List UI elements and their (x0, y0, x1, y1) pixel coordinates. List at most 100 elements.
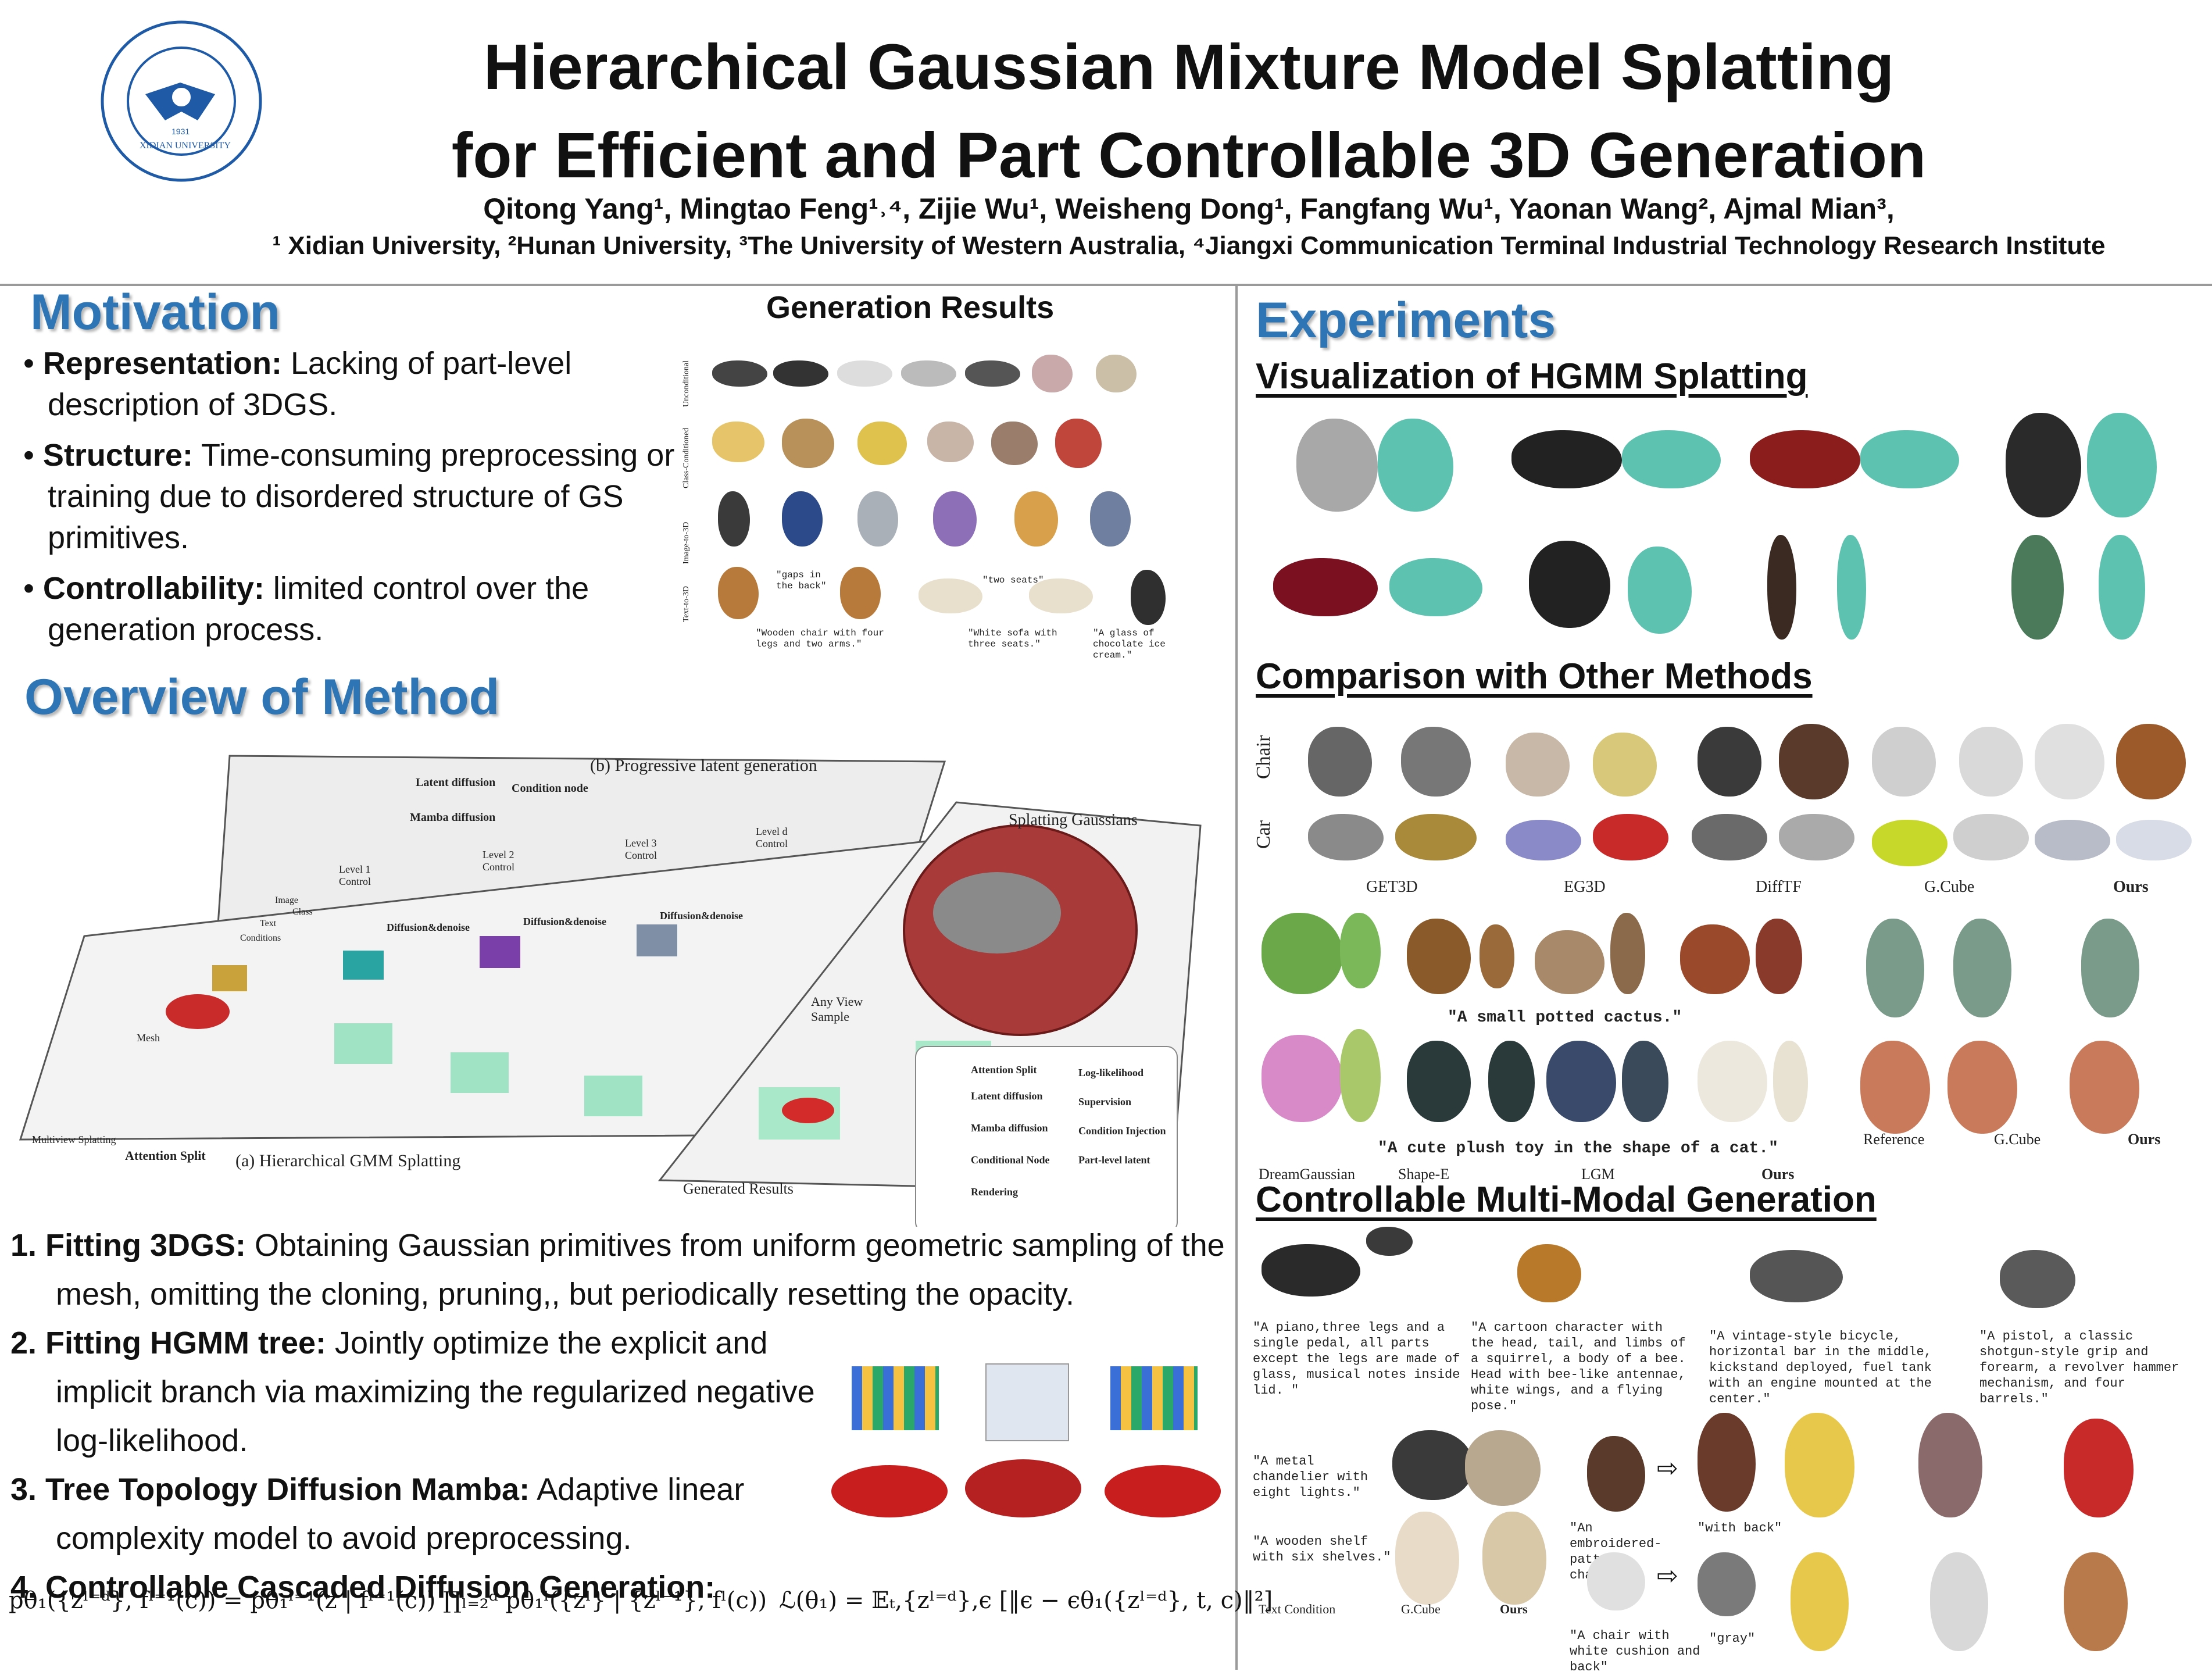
prompt-gaps: "gaps in the back" (776, 570, 827, 591)
panel-b-label: (b) Progressive latent generation (590, 756, 817, 775)
row-label-image: Image-to-3D (682, 522, 691, 564)
legend-conditional-node: Conditional Node (971, 1154, 1050, 1166)
gaussian-render (2099, 535, 2145, 640)
method-diagram: (b) Progressive latent generation (a) Hi… (9, 738, 1224, 1233)
class-label: Class (292, 907, 313, 917)
character-render (1918, 1413, 1982, 1517)
legend-mamba-diffusion-2: Mamba diffusion (971, 1122, 1048, 1134)
splatting-label: Splatting Gaussians (1009, 811, 1138, 829)
poster-title: Hierarchical Gaussian Mixture Model Spla… (244, 23, 2134, 200)
result-thumb (1055, 419, 1102, 468)
character-render (1785, 1413, 1854, 1517)
deer-render (1860, 1041, 1930, 1134)
bullet-label: Controllability: (42, 571, 265, 606)
gaussian-render (2087, 413, 2157, 517)
bullet-text: Lacking of part-level description of 3DG… (48, 346, 572, 422)
row-label-text: Text-to-3D (682, 585, 691, 622)
motivation-heading: Motivation (30, 284, 280, 340)
step-label: Controllable Cascaded Diffusion Generati… (37, 1570, 716, 1605)
prompt-with-back: "with back" (1698, 1521, 1782, 1535)
result-thumb (773, 360, 828, 387)
mm-heading: Controllable Multi-Modal Generation (1256, 1180, 1877, 1220)
caption-gcube: G.Cube (1401, 1602, 1441, 1616)
cactus-render (1610, 913, 1645, 994)
vis-heading: Visualization of HGMM Splatting (1256, 356, 1808, 397)
bullet-label: Representation: (42, 346, 282, 381)
character-render (1791, 1552, 1849, 1651)
result-thumb (1096, 355, 1137, 392)
chair-render (1698, 1413, 1756, 1512)
logo-text: XIDIAN UNIVERSITY (140, 141, 231, 151)
bullet-text: Time-consuming preprocessing or training… (48, 438, 675, 555)
row-label-class: Class-Conditioned (682, 427, 691, 488)
prompt-ice-cream: "A glass of chocolate ice cream." (1093, 628, 1166, 660)
any-view-label: Any View Sample (811, 994, 863, 1024)
legend-supervision: Supervision (1078, 1096, 1132, 1108)
cat-render (1340, 1029, 1381, 1122)
step-text: Obtaining Gaussian primitives from unifo… (56, 1228, 1225, 1312)
result-thumb (837, 360, 892, 387)
car-red (831, 1465, 948, 1517)
cmp-thumb (2116, 724, 2186, 799)
cmp-thumb (1506, 820, 1581, 860)
glove-render (1529, 541, 1610, 628)
prompt-white-sofa: "White sofa with three seats." (968, 628, 1057, 649)
mesh-label: Mesh (137, 1032, 160, 1044)
method-dreamgaussian: DreamGaussian (1259, 1166, 1356, 1183)
result-thumb (712, 422, 764, 462)
legend-condition-node: Condition node (512, 782, 588, 795)
piano-render (1366, 1227, 1413, 1256)
chair-render (1296, 419, 1378, 512)
multimodal-figure: "A piano,three legs and a single pedal, … (1250, 1227, 2203, 1674)
gaussian-render (1389, 558, 1482, 616)
prompt-two-seats: "two seats" (982, 575, 1044, 585)
cmp-thumb (1395, 814, 1477, 860)
motivation-bullets: • Representation: Lacking of part-level … (23, 343, 692, 660)
legend-part-level-latent: Part-level latent (1078, 1154, 1150, 1166)
legend-mamba-diffusion: Mamba diffusion (410, 811, 496, 824)
cmp-thumb (1953, 814, 2029, 860)
shelf-render (1395, 1512, 1459, 1605)
logo-year: 1931 (171, 127, 190, 136)
grid-icon (852, 1366, 939, 1430)
character-render (2064, 1552, 2128, 1651)
grid-icon (1110, 1366, 1198, 1430)
bullet-structure: • Structure: Time-consuming preprocessin… (23, 438, 675, 555)
bullet-controllability: • Controllability: limited control over … (23, 571, 589, 647)
legend-rendering: Rendering (971, 1186, 1018, 1198)
arrow-icon: ⇨ (1657, 1562, 1678, 1590)
cactus-render (1340, 913, 1381, 988)
character-render (1930, 1552, 1988, 1651)
arrow-icon: ⇨ (1657, 1454, 1678, 1483)
cmp-thumb (1593, 814, 1668, 860)
university-logo: XIDIAN UNIVERSITY 1931 (99, 19, 265, 184)
attention-split-label: Attention Split (125, 1148, 206, 1163)
cmp-thumb (1779, 724, 1849, 799)
result-thumb (782, 491, 823, 547)
cat-render (1698, 1041, 1767, 1122)
cmp-thumb (1698, 727, 1761, 797)
chandelier-render (1392, 1430, 1474, 1500)
gnome-render (2081, 919, 2139, 1017)
equation-joint: pθ₁({zˡ⁼ᵈ}, fˡ⁼¹(c)) = pθ₁ˡ⁼¹(z | fˡ⁼¹(c… (9, 1587, 767, 1614)
visualization-figure (1256, 407, 2197, 645)
result-thumb (1029, 578, 1093, 613)
cmp-thumb (1692, 814, 1767, 860)
car-render (1750, 430, 1860, 488)
step-1: 1. Fitting 3DGS: Obtaining Gaussian prim… (10, 1221, 1231, 1319)
gaussian-render (1860, 430, 1959, 488)
step-2: 2. Fitting HGMM tree: Jointly optimize t… (10, 1319, 858, 1465)
cactus-render (1756, 919, 1802, 994)
bicycle-render (1750, 1250, 1843, 1302)
method-lgm: LGM (1581, 1166, 1615, 1183)
step-label: Tree Topology Diffusion Mamba: (37, 1472, 530, 1507)
result-thumb (991, 422, 1038, 465)
result-thumb (1032, 355, 1073, 392)
multiview-label: Multiview Splatting (32, 1134, 116, 1145)
bullet-representation: • Representation: Lacking of part-level … (23, 346, 572, 422)
comparison-figure: Chair Car GET3D EG3D DiffTF G.Cube Ours (1253, 715, 2197, 913)
chess-render (2011, 535, 2064, 640)
legend-condition-injection: Condition Injection (1078, 1125, 1166, 1137)
equation-loss: ℒ(θ₁) = 𝔼ₜ,{zˡ⁼ᵈ},ϵ [‖ϵ − ϵθ₁({zˡ⁼ᵈ}, t,… (779, 1587, 1273, 1614)
cmp-thumb (1959, 727, 2023, 797)
